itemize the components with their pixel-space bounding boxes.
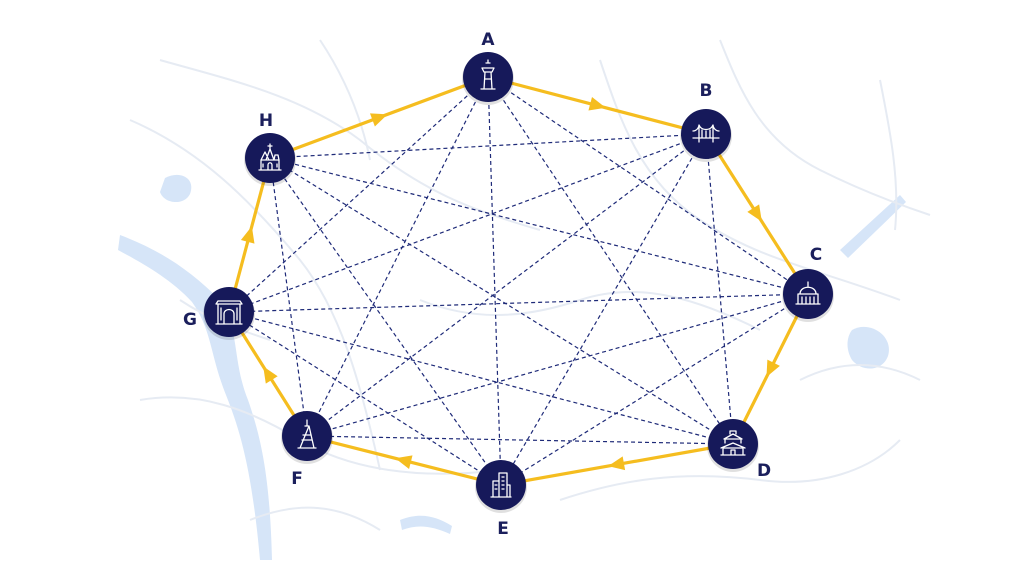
- edge-a-d: [487, 76, 734, 445]
- node-circle: [282, 411, 332, 461]
- edge-c-g: [228, 293, 809, 313]
- edge-d-g: [228, 311, 734, 445]
- node-e[interactable]: E: [475, 460, 527, 539]
- node-label-c: C: [810, 245, 822, 265]
- node-label-e: E: [497, 519, 509, 539]
- node-label-d: D: [757, 461, 771, 481]
- tour-edges: [227, 75, 810, 487]
- map-water: [118, 174, 906, 560]
- tour-edge-d-e: [499, 442, 735, 487]
- edge-b-g: [228, 133, 707, 313]
- arrowhead: [747, 204, 762, 222]
- arrowhead: [766, 359, 780, 378]
- edge-b-h: [269, 133, 707, 159]
- edge-b-d: [705, 133, 734, 445]
- node-circle: [204, 287, 254, 337]
- gate-icon: [215, 300, 243, 325]
- node-f[interactable]: F: [281, 411, 333, 489]
- edge-c-e: [500, 293, 809, 486]
- edge-c-f: [306, 293, 809, 437]
- tokyo-tower-icon: [297, 419, 317, 449]
- bridge-icon: [692, 124, 720, 143]
- nodes: A B C D E F G H: [183, 30, 834, 539]
- arrowhead: [608, 456, 626, 471]
- node-d[interactable]: D: [707, 419, 771, 481]
- edge-a-e: [487, 76, 502, 486]
- node-b[interactable]: B: [680, 81, 732, 162]
- node-g[interactable]: G: [183, 287, 255, 340]
- edge-a-g: [228, 76, 489, 313]
- node-label-h: H: [259, 111, 273, 131]
- edge-e-h: [269, 157, 502, 486]
- map-roads: [129, 39, 931, 531]
- edge-f-h: [269, 157, 308, 437]
- tour-edge-h-a: [268, 75, 490, 160]
- node-label-f: F: [291, 469, 303, 489]
- node-a[interactable]: A: [462, 30, 514, 105]
- arrowhead: [263, 366, 278, 384]
- domed-building-icon: [795, 281, 821, 305]
- edge-a-f: [306, 76, 489, 437]
- tower-icon: [480, 59, 496, 90]
- node-label-a: A: [481, 30, 495, 50]
- node-h[interactable]: H: [244, 111, 296, 186]
- tour-edge-e-f: [305, 434, 503, 487]
- arrowhead: [395, 455, 413, 470]
- node-c[interactable]: C: [782, 245, 834, 322]
- tour-edge-g-h: [227, 156, 272, 314]
- edge-b-e: [500, 133, 707, 486]
- tour-edge-c-d: [731, 292, 810, 446]
- node-circle: [708, 419, 758, 469]
- arrowhead: [240, 226, 255, 244]
- map-background: [118, 39, 931, 560]
- edge-c-h: [269, 157, 809, 295]
- pagoda-castle-icon: [720, 430, 746, 456]
- church-icon: [258, 143, 282, 171]
- node-label-g: G: [183, 310, 197, 330]
- arrowhead: [588, 96, 606, 111]
- edge-d-h: [269, 157, 734, 445]
- tour-edge-a-b: [486, 75, 708, 136]
- edge-d-f: [306, 435, 734, 445]
- edge-e-g: [228, 311, 502, 486]
- skyscraper-icon: [490, 472, 512, 498]
- edge-a-c: [487, 76, 809, 295]
- node-circle: [476, 460, 526, 510]
- node-circle: [463, 52, 513, 102]
- node-label-b: B: [700, 81, 713, 101]
- arrowhead: [370, 113, 388, 127]
- node-circle: [245, 133, 295, 183]
- tour-edge-b-c: [704, 132, 810, 296]
